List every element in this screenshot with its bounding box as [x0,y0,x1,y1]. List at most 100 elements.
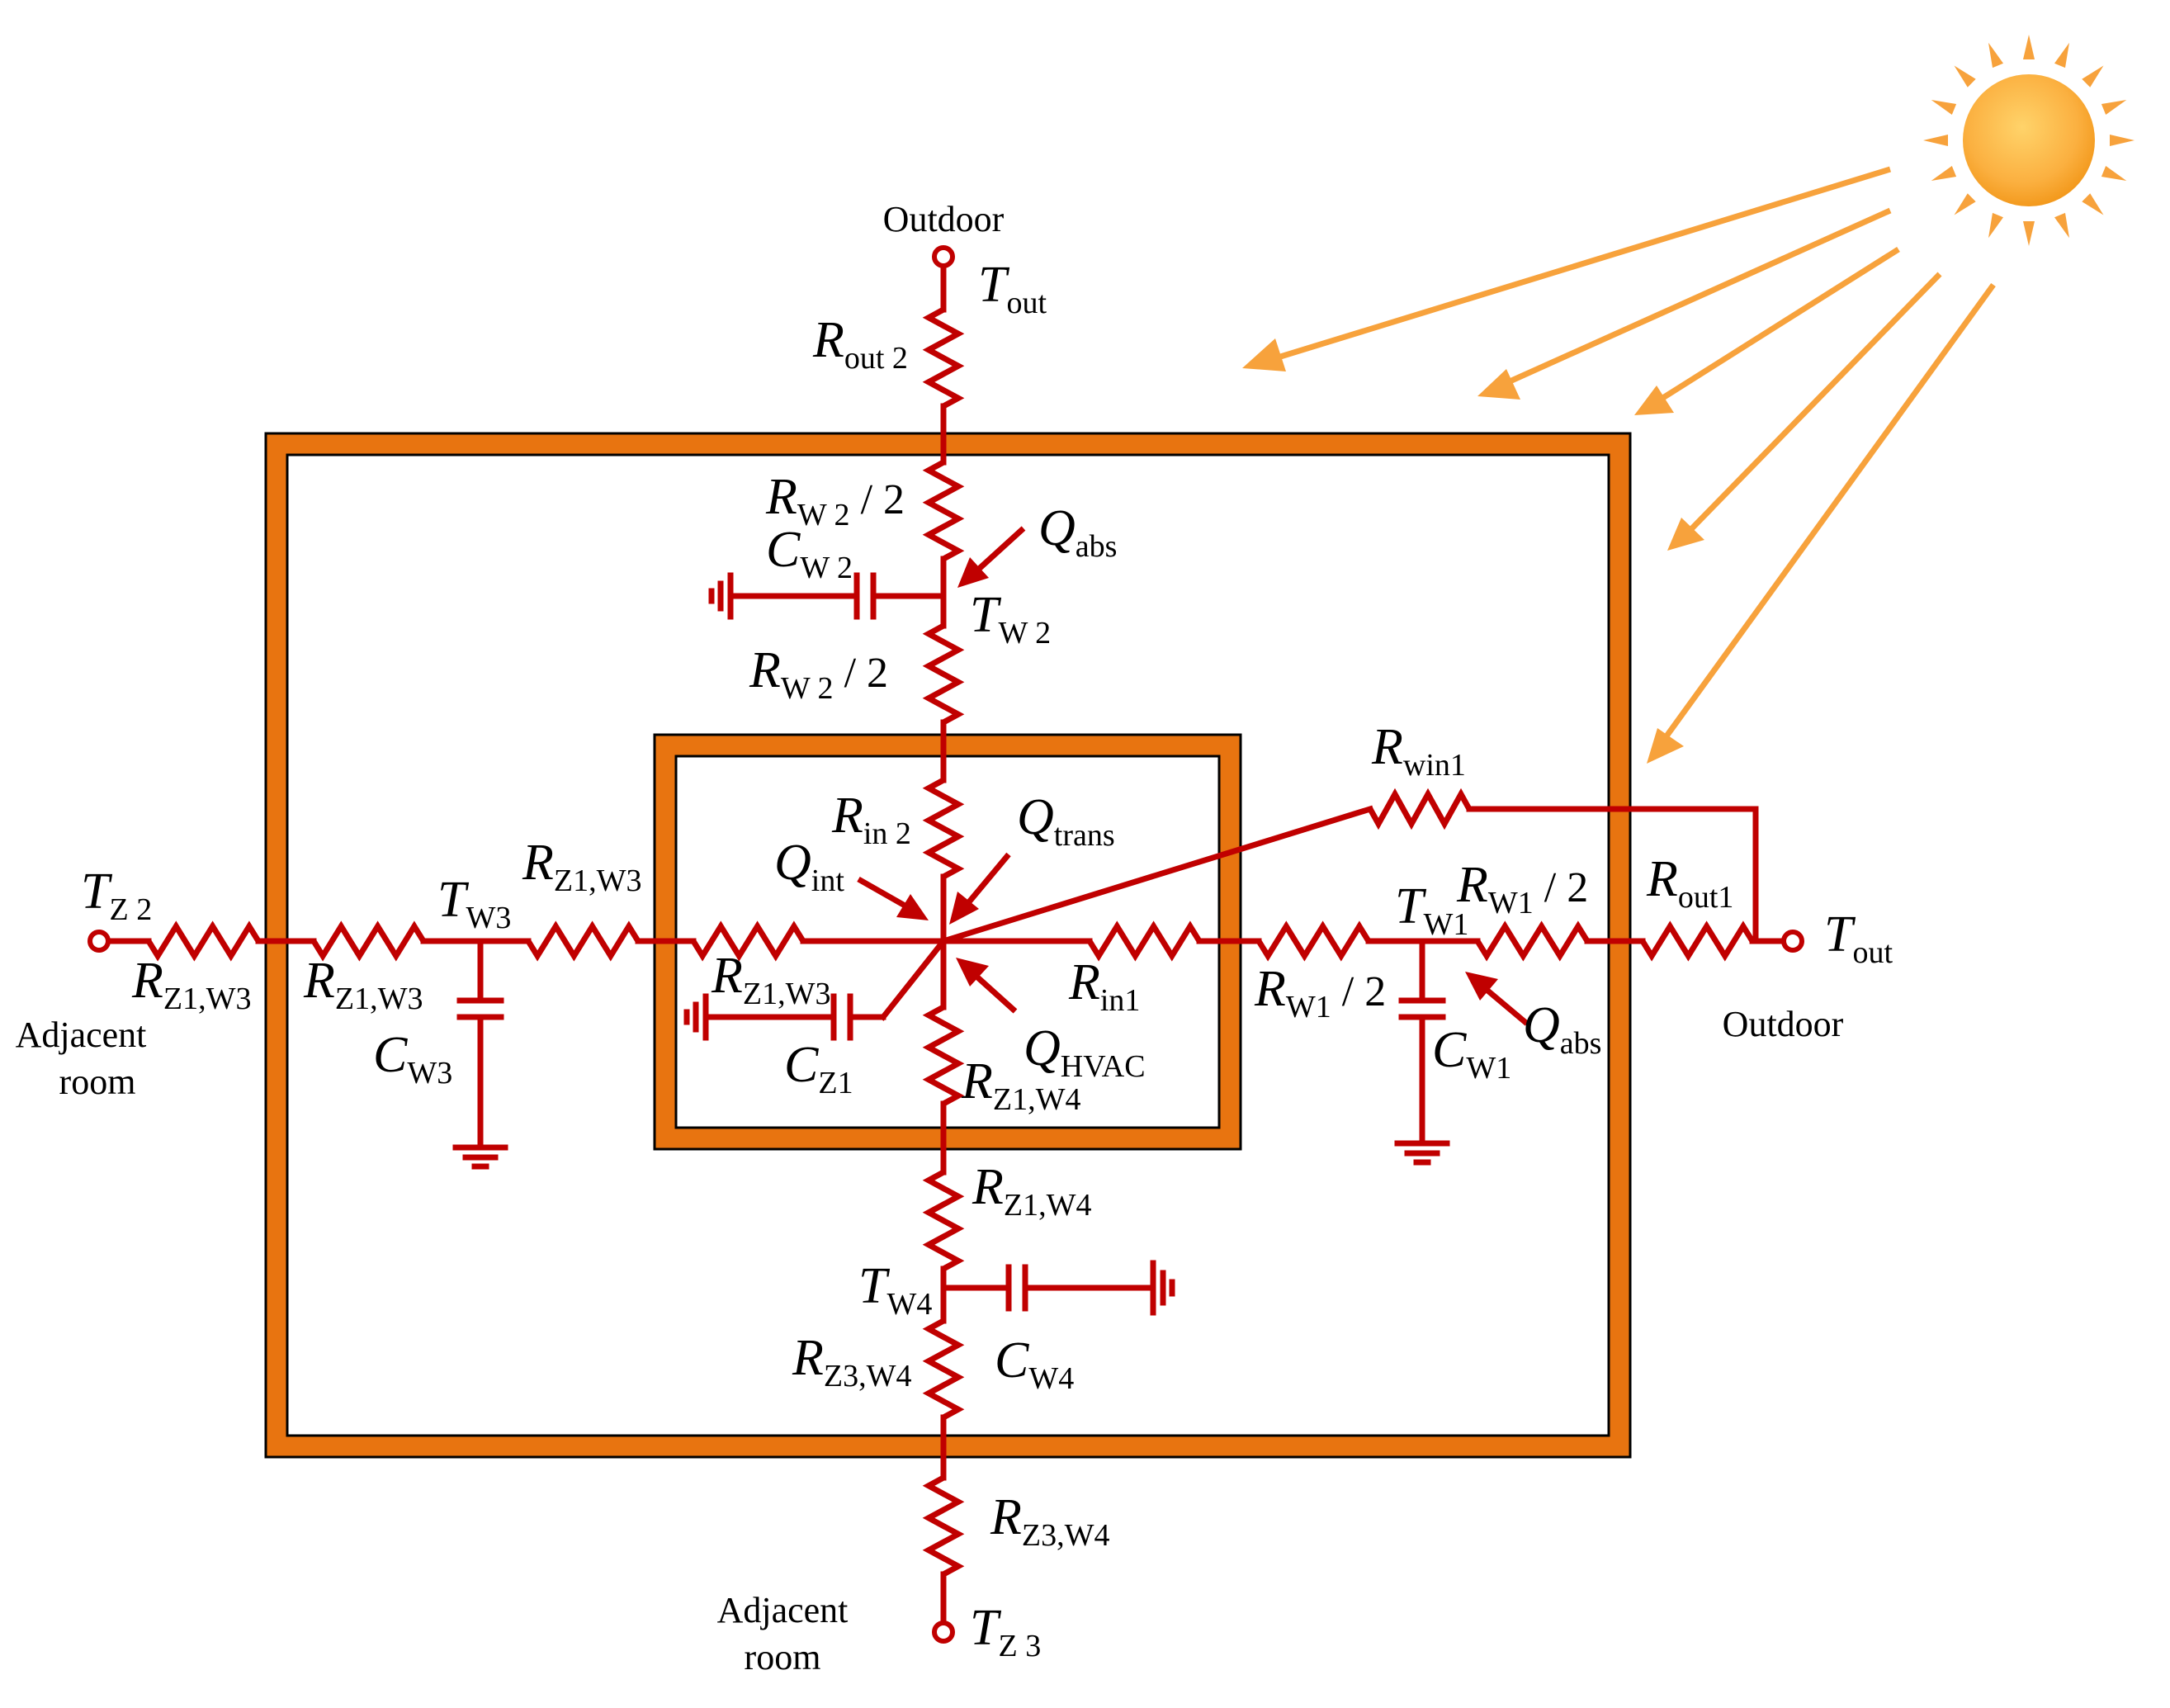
solar-radiation-arrows [1242,166,1996,764]
sun-icon [1923,35,2135,246]
grounds [452,572,1450,1316]
q-int-arrow [857,876,908,910]
r-z1w3-far-label: RZ1,W3 [131,953,251,1016]
r-w1-right-label: RW1 / 2 [1456,857,1588,920]
resistor-r-in2 [922,777,965,880]
capacitor-cz1 [830,993,853,1041]
c-w1-label: CW1 [1432,1022,1511,1086]
sun-ray-icon [1988,42,2003,69]
solar-ray-3 [1653,247,1900,405]
sun-ray-icon [1988,212,2003,239]
sun-ray-icon [2110,135,2135,146]
sun-ray-icon [2101,100,2127,115]
outdoor-top-label: Outdoor [883,199,1005,239]
resistors [146,306,1755,1578]
t-z2-label: TZ 2 [81,863,152,927]
capacitor-cw4 [1005,1264,1028,1312]
r-z1w4-inner-label: RZ1,W4 [961,1053,1080,1117]
ground-icon [1150,1260,1175,1316]
sun-ray-icon [1931,166,1957,181]
q-hvac-arrow [972,972,1018,1014]
heat-flow-arrows [857,526,1529,1026]
sun-ray-icon [2023,221,2035,246]
t-out-right-label: Tout [1824,906,1893,970]
r-z1w3-wall-label: RZ1,W3 [303,953,423,1016]
ground-icon [452,1144,508,1170]
ground-icon [683,993,709,1041]
r-z3w4-inner-label: RZ3,W4 [792,1330,911,1393]
capacitor-cw1 [1398,997,1446,1020]
capacitors [456,572,1446,1312]
q-abs-top-arrow [976,526,1026,572]
r-in1-label: Rin1 [1068,954,1140,1018]
t-w4-label: TW4 [858,1258,932,1322]
sun-ray-icon [2023,35,2035,59]
outer-wall [264,432,1632,1459]
r-win1-label: Rwin1 [1371,719,1466,783]
capacitor-cw3 [456,997,504,1020]
capacitor-cw2 [853,572,877,620]
q-abs-top-label: Qabs [1038,500,1117,564]
r-out2-label: Rout 2 [812,312,908,376]
r-w2-lower-label: RW 2 / 2 [749,642,888,706]
terminal-outdoor-top [932,245,955,268]
q-int-label: Qint [774,835,844,898]
r-out1-label: Rout1 [1646,851,1733,915]
q-trans-arrow [965,852,1011,906]
c-w4-label: CW4 [995,1332,1074,1396]
resistor-r-w2-upper [922,459,965,562]
solar-ray-4 [1685,272,1942,535]
text-labels: Outdoor Outdoor Adjacent room Adjacent r… [16,199,1844,1677]
solar-ray-2 [1499,207,1892,389]
r-z1w3-inner-label: RZ1,W3 [711,948,830,1011]
terminal-outdoor-right [1781,930,1804,953]
r-in2-label: Rin 2 [831,788,911,851]
sun-ray-icon [1954,65,1976,88]
t-w3-label: TW3 [437,872,511,935]
sun-ray-icon [1923,135,1948,146]
resistor-r-z1w3-inner [691,920,806,962]
symbol-labels: Tout Rout 2 RW 2 / 2 CW 2 Qabs TW 2 RW 2… [81,257,1893,1663]
adjacent-room-bottom-label-1: Adjacent [717,1590,849,1630]
resistor-r-z1w3-mid [526,920,641,962]
r-w2-upper-label: RW 2 / 2 [765,469,905,532]
sun-ray-icon [2101,166,2127,181]
adjacent-room-left-label-2: room [59,1062,136,1102]
sun-ray-icon [2054,212,2069,239]
resistor-r-z3w4-outer [922,1474,965,1578]
q-trans-label: Qtrans [1017,789,1115,853]
resistor-r-w2-lower [922,622,965,726]
outdoor-right-label: Outdoor [1723,1004,1844,1044]
circuit-wires [105,263,1786,1625]
resistor-r-win1 [1367,788,1473,830]
resistor-r-out2 [922,306,965,409]
solar-ray-5 [1659,282,1996,745]
resistor-r-in1 [1087,920,1202,962]
sun-ray-icon [2082,65,2104,88]
t-w1-label: TW1 [1395,878,1468,942]
t-out-top-label: Tout [978,257,1047,320]
t-z3-label: TZ 3 [970,1600,1041,1663]
resistor-r-z1w3-wall [311,920,426,962]
terminals [87,245,1804,1644]
q-abs-right-label: Qabs [1523,997,1601,1061]
q-hvac-label: QHVAC [1024,1020,1146,1084]
resistor-r-z3w4-inner [922,1318,965,1421]
sun-ray-icon [1931,100,1957,115]
resistor-r-z1w4-inner [922,1004,965,1107]
resistor-r-out1 [1640,920,1755,962]
adjacent-room-left-label-1: Adjacent [16,1015,147,1055]
c-z1-label: CZ1 [784,1037,853,1100]
sun-ray-icon [1954,193,1976,215]
adjacent-room-bottom-label-2: room [745,1637,821,1677]
r-z1w4-outer-label: RZ1,W4 [972,1159,1091,1223]
resistor-r-w1-left [1256,920,1371,962]
resistor-r-z1w3-far [146,920,261,962]
solar-ray-1 [1265,166,1892,364]
sun-ray-icon [2082,193,2104,215]
c-w2-label: CW 2 [766,522,853,585]
ground-icon [1394,1140,1450,1166]
c-w3-label: CW3 [373,1027,452,1091]
q-abs-right-arrow [1483,986,1529,1026]
